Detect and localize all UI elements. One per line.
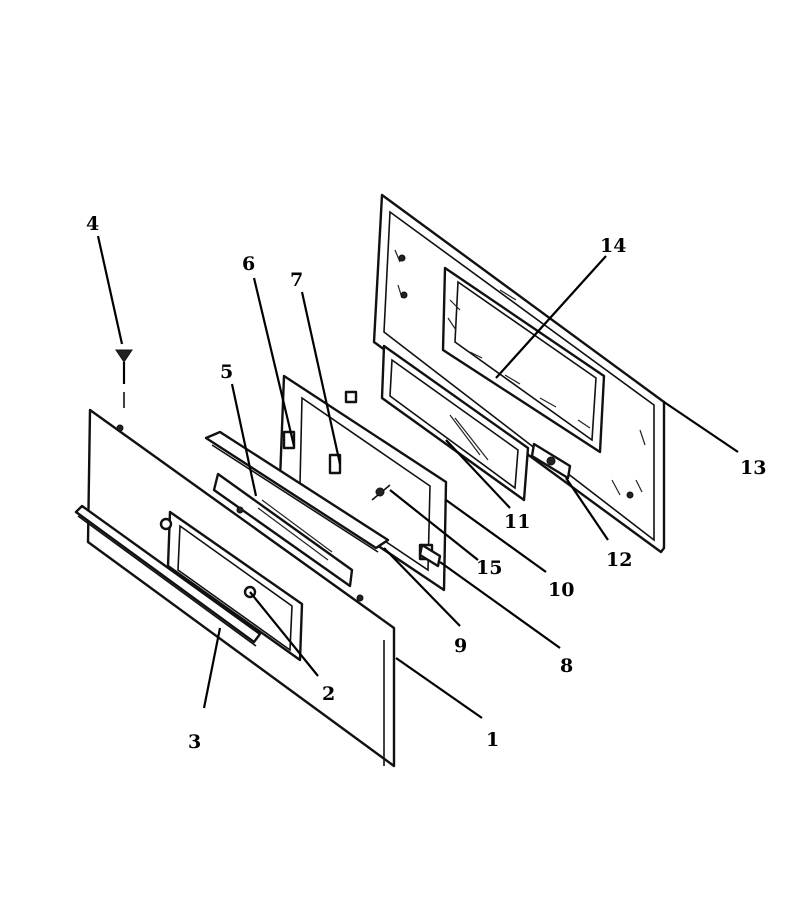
callout-12: 12 [606,549,632,571]
leader-1 [395,657,483,719]
part-9-retainer [204,430,390,553]
part-15-screw [371,484,391,501]
part-8-bracket [418,543,442,568]
leader-13 [663,401,739,453]
callout-10: 10 [548,579,574,601]
leader-10 [445,499,547,573]
callout-9: 9 [454,635,467,657]
part-12-spacer [530,442,572,480]
leader-3 [202,627,222,709]
callout-5: 5 [220,361,233,383]
part-5-outer-glass [212,472,354,588]
callout-1: 1 [486,729,499,751]
leader-15 [389,489,479,561]
leader-8 [439,561,561,649]
callout-7: 7 [290,269,303,291]
callout-15: 15 [476,557,502,579]
leader-11 [445,439,511,509]
callout-3: 3 [188,731,201,753]
leader-14 [495,255,607,379]
leader-2 [249,591,319,677]
callout-6: 6 [242,253,255,275]
leader-6 [252,277,296,447]
leader-9 [383,547,461,627]
part-3-door-handle [74,504,262,647]
leader-5 [230,383,258,497]
leader-lines [96,235,739,719]
part-1-outer-door [86,408,396,768]
callout-4: 4 [86,213,99,235]
leader-12 [565,477,609,541]
leader-4 [96,235,124,345]
leader-7 [300,291,342,465]
callout-labels: 4 6 7 5 14 13 11 12 15 10 9 8 2 3 1 [86,213,766,753]
callout-13: 13 [740,457,766,479]
part-11-inner-glass [380,344,530,502]
callout-14: 14 [600,235,626,257]
callout-2: 2 [322,683,335,705]
part-13-door-liner [372,193,666,554]
callout-11: 11 [504,511,530,533]
callout-8: 8 [560,655,573,677]
part-4-screw [115,349,133,408]
